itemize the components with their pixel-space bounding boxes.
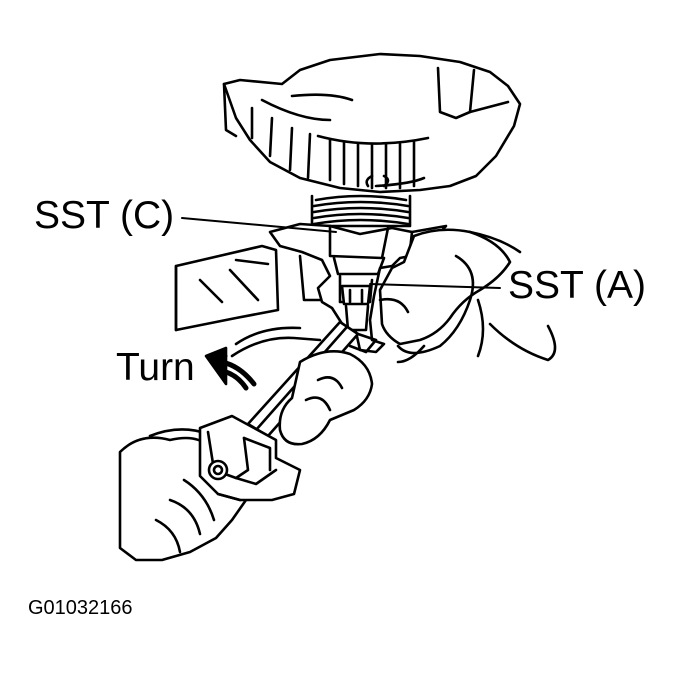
alternator-housing bbox=[222, 52, 522, 194]
sst-c-leader bbox=[181, 217, 337, 233]
pulley-thread bbox=[310, 174, 426, 228]
callout-leaders bbox=[181, 217, 501, 289]
sst-a-socket bbox=[340, 284, 372, 332]
label-turn: Turn bbox=[116, 346, 195, 389]
sst-a-leader bbox=[369, 283, 501, 289]
mounting-bracket bbox=[174, 244, 280, 332]
wrench-clamp bbox=[198, 414, 302, 502]
figure-code: G01032166 bbox=[28, 597, 133, 619]
turn-arrow bbox=[204, 346, 257, 391]
label-sst-c: SST (C) bbox=[34, 194, 175, 237]
gripping-fingers bbox=[230, 326, 374, 446]
label-sst-a: SST (A) bbox=[508, 264, 646, 307]
